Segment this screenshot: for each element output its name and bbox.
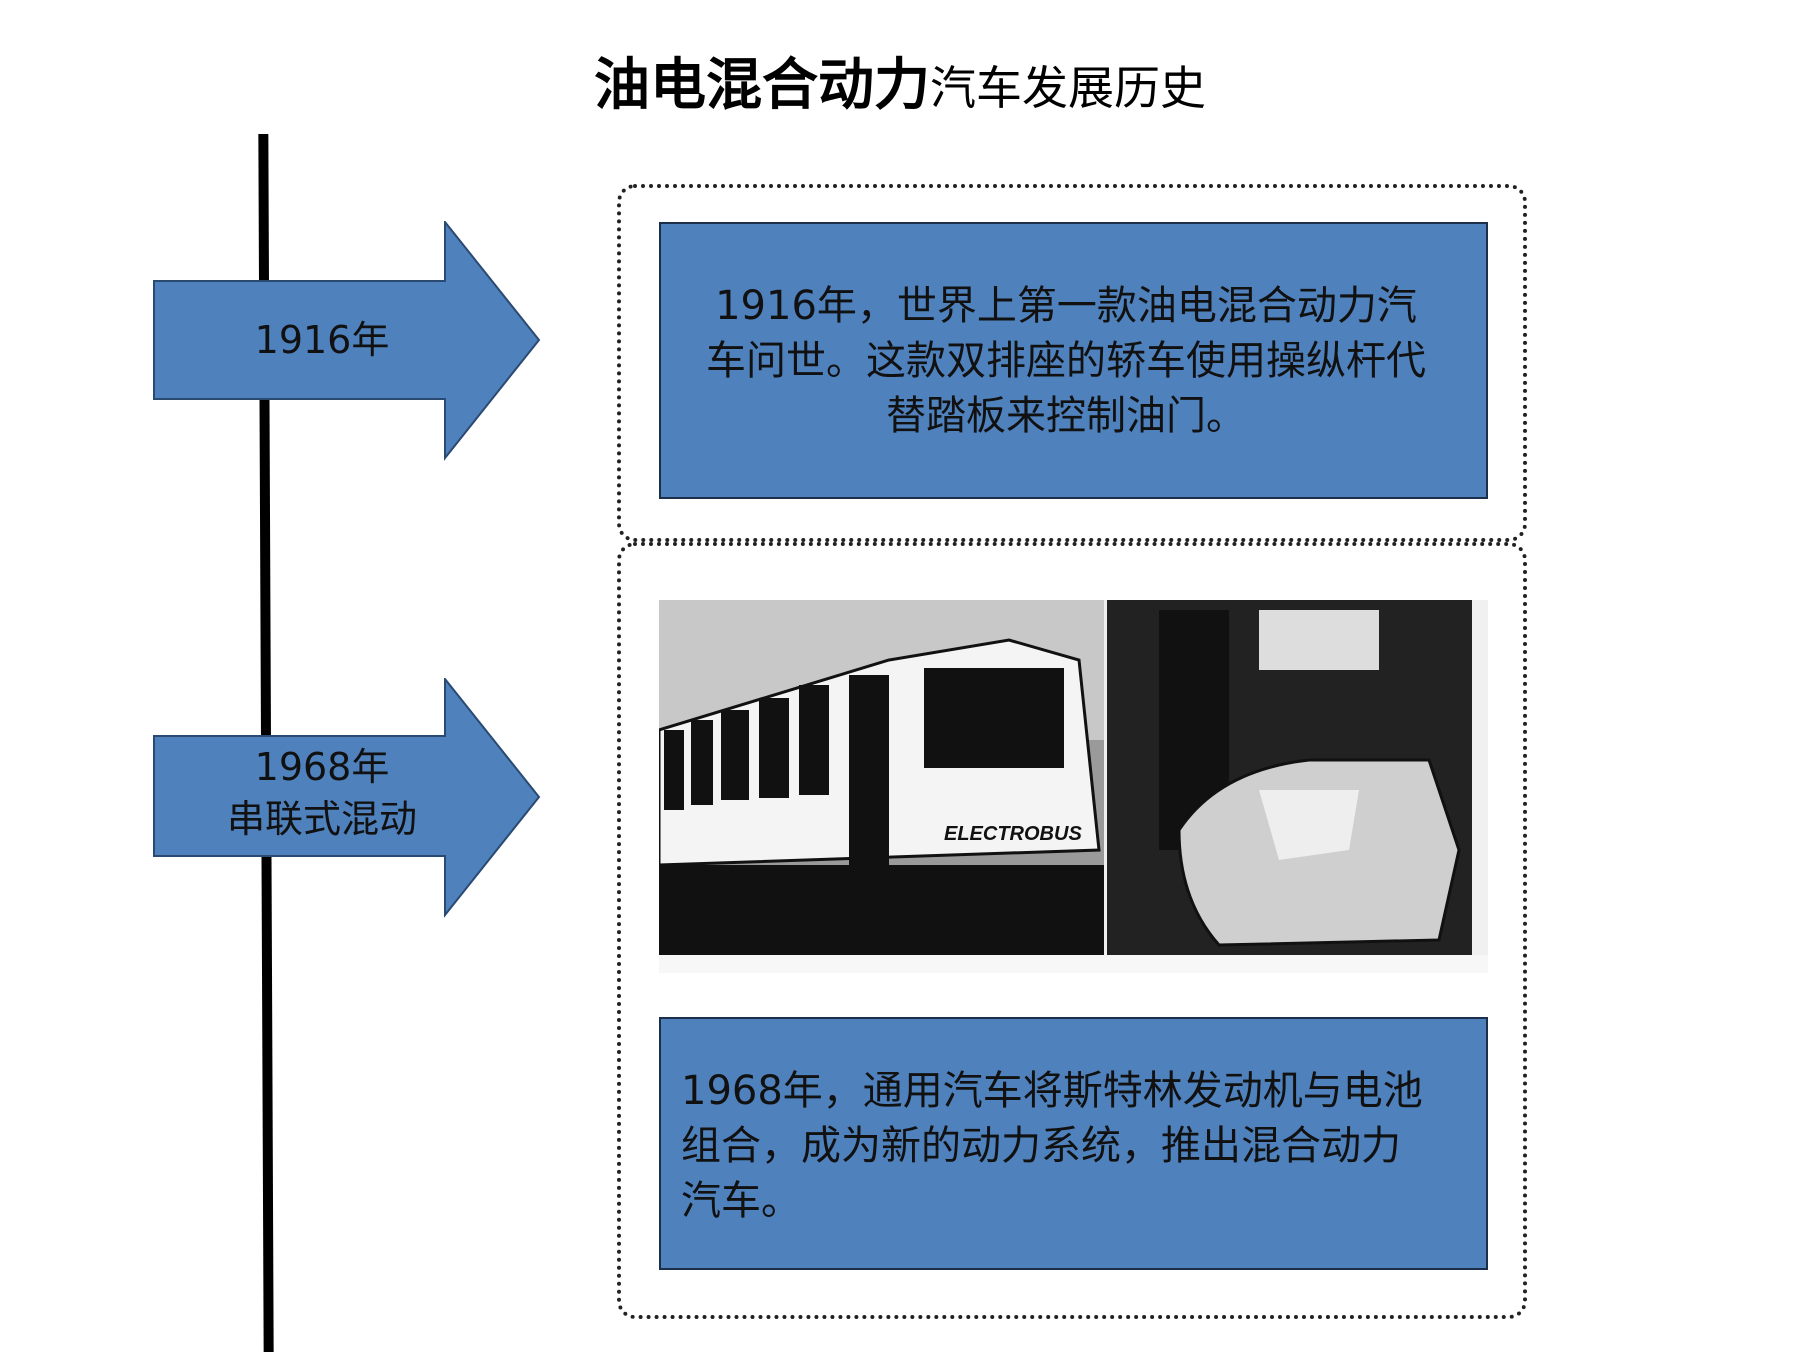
title-normal: 汽车发展历史 [930,61,1206,115]
arrow-shape [153,221,541,461]
event-description-1916: 1916年，世界上第一款油电混合动力汽车问世。这款双排座的轿车使用操纵杆代替踏板… [659,222,1488,499]
arrow-label: 1916年 [254,318,390,362]
title-bold: 油电混合动力 [594,53,930,118]
event-photo-1968: ELECTROBUS [657,600,1488,973]
arrow-label-type: 串联式混动 [226,797,417,841]
event-frame-1916 [617,184,1527,542]
photo-bus-label: ELECTROBUS [944,823,1082,845]
page-title: 油电混合动力汽车发展历史 [0,40,1800,121]
timeline-arrow-1916: 1916年 [152,221,542,461]
event-frame-1968 [617,542,1527,1319]
arrow-shape [153,678,541,918]
arrow-label-year: 1968年 [254,745,390,789]
event-description-1968: 1968年，通用汽车将斯特林发动机与电池组合，成为新的动力系统，推出混合动力汽车… [659,1017,1488,1270]
timeline-arrow-1968: 1968年 串联式混动 [152,678,542,918]
